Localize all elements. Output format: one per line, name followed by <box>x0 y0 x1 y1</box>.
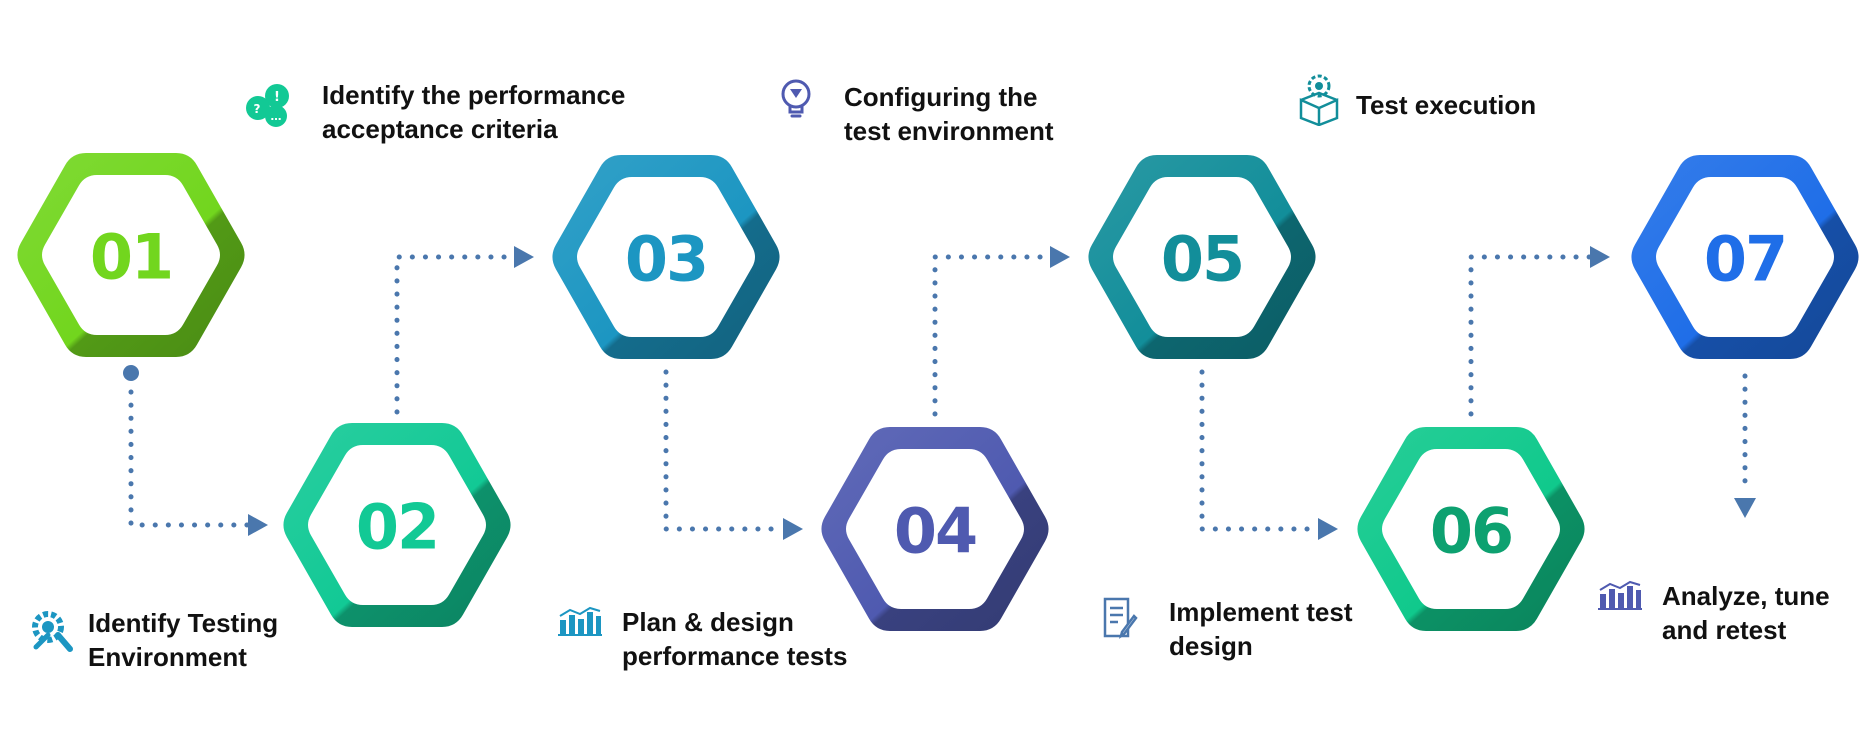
svg-text:!: ! <box>274 90 280 105</box>
arrow-to-03 <box>514 246 534 268</box>
step-05-label-line2: design <box>1169 631 1253 661</box>
hexagon-inner <box>1382 449 1560 609</box>
box-gear-icon <box>1298 72 1340 127</box>
connector-05-06 <box>1199 369 1321 532</box>
hexagon-step-02: 02 <box>283 423 511 627</box>
arrow-end <box>1734 498 1756 518</box>
bar-chart-icon <box>558 606 602 636</box>
step-07-label: Analyze, tune and retest <box>1662 579 1830 647</box>
step-03-label-line1: Plan & design <box>622 607 794 637</box>
arrow-to-02 <box>248 514 268 536</box>
step-04-label-line1: Configuring the <box>844 82 1038 112</box>
step-01-label-line1: Identify Testing <box>88 608 279 638</box>
hexagon-step-01: 01 <box>17 153 245 357</box>
start-dot <box>123 365 139 381</box>
hexagon-inner <box>1113 177 1291 337</box>
step-number: 03 <box>625 223 707 296</box>
step-02-label: Identify the performance acceptance crit… <box>322 78 625 146</box>
hexagon-inner <box>308 445 486 605</box>
step-number: 06 <box>1430 495 1512 568</box>
step-number: 02 <box>356 491 438 564</box>
hexagon-step-03: 03 <box>552 155 780 359</box>
hexagon-step-05: 05 <box>1088 155 1316 359</box>
hexagon-step-07: 07 <box>1631 155 1859 359</box>
svg-text:…: … <box>271 110 282 123</box>
wrench-gear-icon <box>28 605 74 655</box>
hexagon-inner <box>1656 177 1834 337</box>
step-06-label-line1: Test execution <box>1356 90 1537 120</box>
hexagon-steps: 01 02 03 04 05 06 07 <box>17 153 1859 631</box>
arrow-to-04 <box>783 518 803 540</box>
arrow-to-05 <box>1050 246 1070 268</box>
hexagon-step-04: 04 <box>821 427 1049 631</box>
svg-text:?: ? <box>254 102 261 116</box>
connector-01-02 <box>128 389 251 528</box>
step-number: 01 <box>90 221 172 294</box>
step-03-label: Plan & design performance tests <box>622 605 847 673</box>
step-04-label-line2: test environment <box>844 116 1054 146</box>
step-number: 07 <box>1704 223 1786 296</box>
document-edit-icon <box>1102 596 1140 640</box>
step-04-label: Configuring the test environment <box>844 80 1054 148</box>
hexagon-step-06: 06 <box>1357 427 1585 631</box>
connector-04-05 <box>932 254 1053 417</box>
step-07-label-line2: and retest <box>1662 615 1787 645</box>
step-01-label: Identify Testing Environment <box>88 606 278 674</box>
chat-bubbles-icon: ! ? … <box>244 82 294 130</box>
lightbulb-icon <box>778 78 814 122</box>
step-01-label-line2: Environment <box>88 642 247 672</box>
connectors <box>123 246 1756 540</box>
hexagon-inner <box>42 175 220 335</box>
step-05-label-line1: Implement test <box>1169 597 1353 627</box>
hexagon-inner <box>577 177 755 337</box>
step-number: 05 <box>1161 223 1243 296</box>
connector-03-04 <box>663 369 786 532</box>
bar-chart-icon <box>1598 580 1642 610</box>
step-number: 04 <box>894 495 976 568</box>
arrow-to-07 <box>1590 246 1610 268</box>
step-02-label-line1: Identify the performance <box>322 80 626 110</box>
step-06-label: Test execution <box>1356 88 1536 122</box>
step-07-label-line1: Analyze, tune <box>1662 581 1830 611</box>
connector-06-07 <box>1468 254 1593 417</box>
step-03-label-line2: performance tests <box>622 641 848 671</box>
connector-02-03 <box>394 254 517 415</box>
hexagon-inner <box>846 449 1024 609</box>
step-05-label: Implement test design <box>1169 595 1353 663</box>
arrow-to-06 <box>1318 518 1338 540</box>
step-02-label-line2: acceptance criteria <box>322 114 558 144</box>
